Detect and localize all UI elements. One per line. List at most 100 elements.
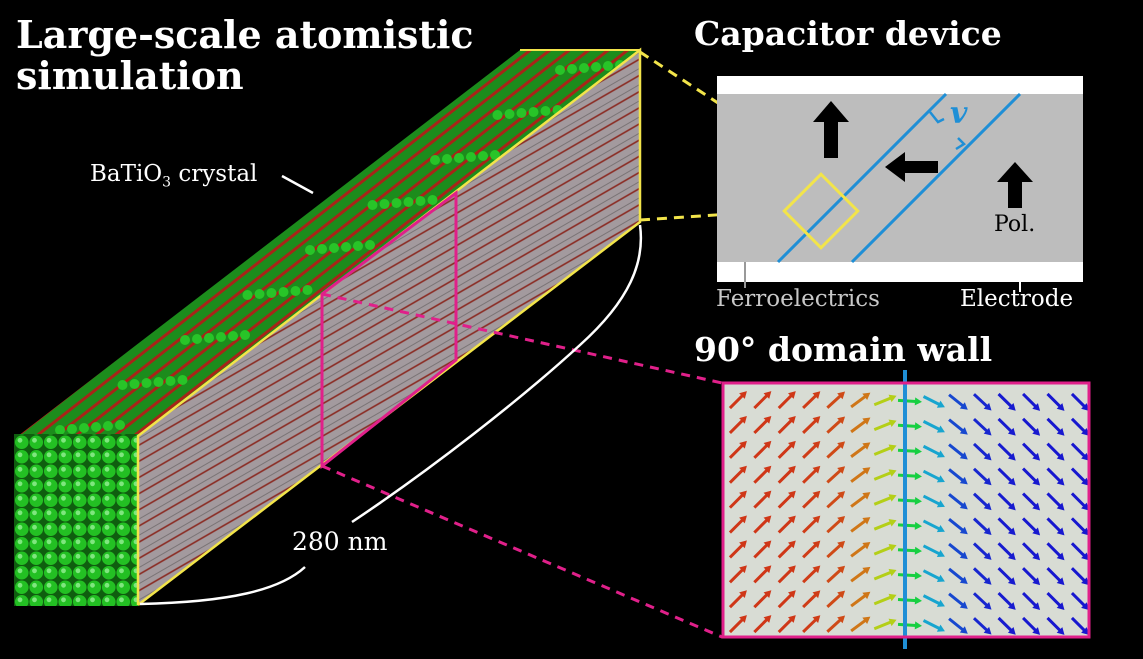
vector-arrow-head	[763, 465, 772, 474]
vector-arrow-shaft	[997, 592, 1014, 609]
vector-arrow-shaft	[826, 517, 844, 534]
vector-arrow-head	[914, 546, 922, 555]
vector-arrow-head	[812, 465, 821, 474]
atom	[302, 285, 313, 295]
length-brace	[139, 224, 643, 606]
vector-arrow-head	[888, 519, 897, 527]
vector-arrow-shaft	[802, 616, 819, 634]
vector-arrow-shaft	[1046, 591, 1063, 609]
vector-arrow-head	[812, 391, 821, 399]
vector-arrow-shaft	[1070, 542, 1088, 559]
vector-arrow-shaft	[802, 467, 819, 484]
vector-arrow-shaft	[850, 418, 869, 434]
vector-arrow-shaft	[1021, 567, 1039, 584]
vector-arrow-shaft	[826, 542, 844, 559]
vector-arrow-head	[739, 615, 747, 623]
vector-arrow-shaft	[1021, 542, 1039, 559]
vector-arrow-head	[862, 392, 871, 401]
vector-arrow-shaft	[897, 548, 919, 553]
vector-arrow-head	[862, 492, 871, 500]
vector-arrow-shaft	[728, 442, 746, 459]
vector-arrow-shaft	[1046, 442, 1063, 459]
vector-arrow-head	[936, 475, 945, 483]
vector-arrow-shaft	[972, 467, 990, 484]
zoom-box	[782, 172, 860, 250]
vector-arrow-head	[936, 549, 945, 558]
vector-arrow-head	[1032, 627, 1041, 635]
vector-arrow-head	[1056, 502, 1065, 511]
vector-arrow-shaft	[1070, 392, 1088, 410]
atom	[115, 420, 125, 430]
vector-arrow-shaft	[850, 393, 869, 409]
atom	[91, 422, 101, 432]
vector-arrow-head	[788, 391, 796, 399]
vector-arrow-shaft	[777, 616, 795, 634]
vector-arrow-shaft	[826, 442, 844, 459]
vector-arrow-head	[1032, 552, 1041, 561]
vector-arrow-shaft	[997, 442, 1014, 459]
vector-arrow-head	[936, 599, 945, 607]
vector-arrow-head	[983, 477, 992, 486]
atom	[603, 61, 613, 71]
vector-arrow-shaft	[777, 542, 795, 559]
vector-arrow-shaft	[753, 616, 770, 634]
vector-arrow-shaft	[948, 468, 966, 484]
vector-arrow-head	[812, 540, 821, 549]
vector-arrow-head	[862, 566, 871, 575]
vector-arrow-shaft	[972, 492, 990, 509]
vector-arrow-head	[888, 419, 897, 427]
vector-arrow-shaft	[897, 448, 919, 453]
vector-arrow-head	[739, 465, 747, 474]
vector-arrow-head	[1007, 577, 1016, 586]
vector-arrow-head	[862, 591, 871, 600]
vector-arrow-shaft	[850, 518, 869, 533]
vector-arrow-head	[837, 416, 846, 425]
vector-arrow-shaft	[873, 570, 894, 581]
vector-arrow-head	[1032, 477, 1041, 486]
vector-arrow-shaft	[997, 517, 1014, 534]
vector-arrow-shaft	[1046, 567, 1063, 584]
atom	[79, 423, 89, 433]
vector-arrow-head	[1081, 428, 1089, 436]
vector-arrow-shaft	[826, 467, 844, 484]
vector-arrow-head	[837, 466, 846, 474]
atom	[490, 150, 500, 160]
vector-arrow-head	[983, 577, 992, 585]
vector-arrow-shaft	[753, 467, 770, 484]
atom	[430, 155, 440, 165]
vector-arrow-head	[1007, 502, 1016, 511]
atom	[129, 379, 140, 389]
vector-arrow-shaft	[1046, 542, 1063, 559]
atom	[415, 196, 426, 206]
vector-arrow-head	[983, 402, 992, 411]
atom-rows	[55, 60, 625, 435]
vector-arrow-shaft	[922, 469, 943, 482]
vector-arrow-shaft	[753, 591, 770, 609]
crystal-label-suffix: crystal	[171, 161, 258, 187]
bottom-electrode	[717, 262, 1083, 282]
connector-yellow-top	[639, 50, 791, 152]
atom	[153, 377, 164, 387]
vector-arrow-shaft	[1021, 417, 1039, 435]
vector-arrow-head	[862, 517, 871, 525]
vector-arrow-shaft	[922, 619, 943, 631]
vector-arrow-shaft	[997, 392, 1014, 410]
vector-arrow-head	[936, 500, 945, 508]
vector-arrow-head	[837, 491, 846, 499]
slab-top-surface	[18, 50, 640, 436]
atom	[591, 62, 601, 72]
atom	[329, 243, 339, 253]
vector-arrow-shaft	[802, 392, 819, 410]
vector-arrow-head	[1056, 452, 1065, 461]
vector-arrow-head	[888, 444, 897, 452]
atom	[555, 65, 565, 75]
vector-arrow-head	[983, 502, 992, 511]
vector-arrow-head	[1032, 452, 1041, 461]
vector-arrow-head	[1032, 403, 1041, 411]
vector-arrow-head	[812, 615, 821, 623]
vector-arrow-head	[1007, 452, 1016, 461]
vector-arrow-shaft	[948, 542, 966, 558]
atom	[216, 332, 226, 342]
domain-wall-panel	[721, 370, 1091, 649]
vector-arrow-shaft	[850, 543, 869, 558]
